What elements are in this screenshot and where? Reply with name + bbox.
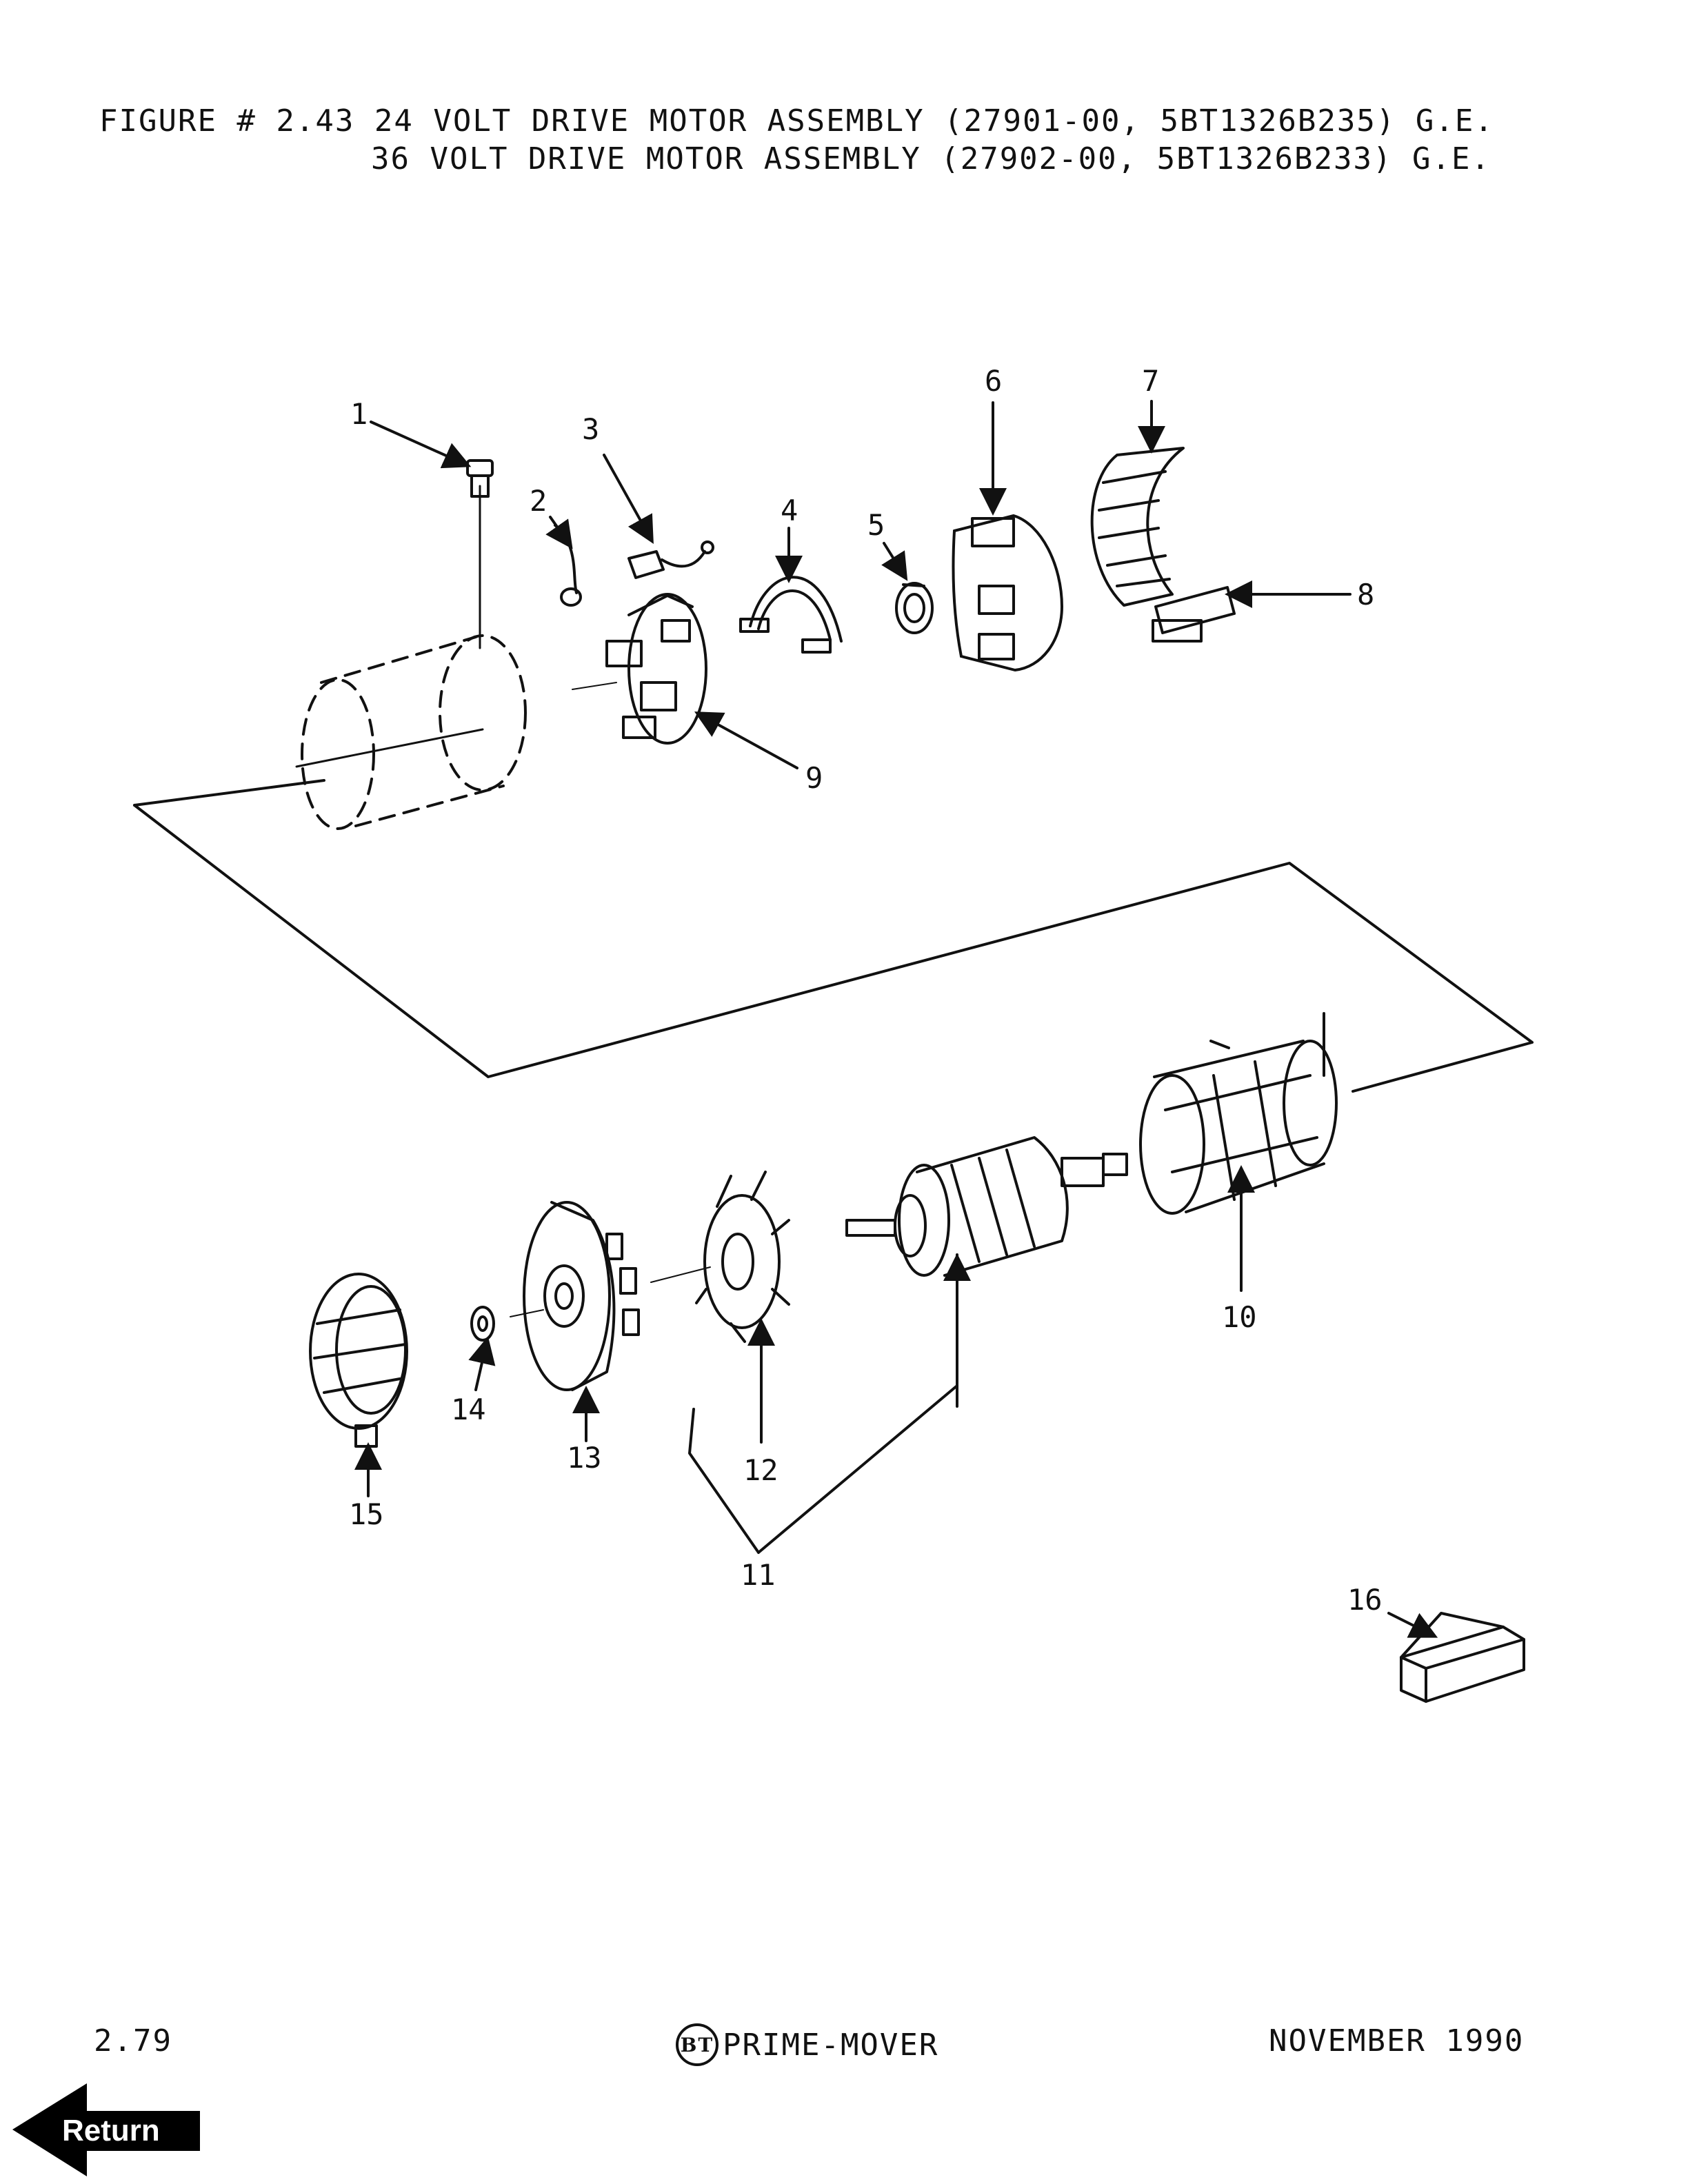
part-9-brush-holder bbox=[605, 593, 707, 745]
callout-2: 2 bbox=[530, 484, 547, 518]
callout-6: 6 bbox=[985, 364, 1002, 398]
callout-14: 14 bbox=[451, 1393, 486, 1426]
callout-5: 5 bbox=[867, 508, 885, 542]
part-15-band bbox=[309, 1273, 408, 1448]
brand: BT PRIME-MOVER bbox=[676, 2023, 938, 2066]
part-8-pole-shoe bbox=[1152, 586, 1236, 643]
callout-7: 7 bbox=[1142, 364, 1159, 398]
part-2-wire-loop bbox=[554, 524, 582, 607]
callout-13: 13 bbox=[567, 1441, 602, 1475]
part-5-bearing bbox=[895, 582, 934, 634]
callout-numbers: 1 2 3 4 5 6 7 8 9 10 11 12 13 14 15 16 bbox=[349, 364, 1383, 1617]
callout-4: 4 bbox=[781, 494, 798, 527]
callout-16: 16 bbox=[1347, 1583, 1383, 1617]
callout-12: 12 bbox=[743, 1453, 778, 1487]
part-11-armature bbox=[845, 1136, 1128, 1408]
figure-title-line-1: FIGURE # 2.43 24 VOLT DRIVE MOTOR ASSEMB… bbox=[99, 103, 1494, 139]
callout-9: 9 bbox=[805, 761, 823, 795]
assembly-outline bbox=[133, 804, 1534, 1093]
callout-3: 3 bbox=[582, 412, 599, 446]
brand-name: PRIME-MOVER bbox=[723, 2027, 939, 2063]
callout-1: 1 bbox=[350, 397, 368, 431]
part-12-fan bbox=[695, 1171, 790, 1343]
motor-frame bbox=[301, 634, 527, 830]
callout-11: 11 bbox=[741, 1558, 776, 1592]
figure-title-line-2: 36 VOLT DRIVE MOTOR ASSEMBLY (27902-00, … bbox=[371, 141, 1491, 176]
part-14-washer bbox=[470, 1306, 495, 1342]
part-3-brush-lead bbox=[627, 540, 714, 579]
left-arrow-icon bbox=[12, 2083, 200, 2176]
return-label: Return bbox=[62, 2114, 160, 2147]
bt-logo: BT bbox=[676, 2023, 719, 2066]
document-date: NOVEMBER 1990 bbox=[1269, 2023, 1525, 2059]
part-4-spring-clip bbox=[739, 576, 843, 654]
assembly-outline bbox=[133, 779, 325, 807]
callout-10: 10 bbox=[1222, 1300, 1257, 1334]
page-number: 2.79 bbox=[94, 2023, 172, 2059]
return-button[interactable]: Return bbox=[12, 2083, 200, 2176]
callout-8: 8 bbox=[1357, 578, 1374, 611]
part-13-end-plate bbox=[523, 1201, 640, 1391]
part-16-kit-box bbox=[1400, 1612, 1525, 1703]
part-7-field-coil bbox=[1090, 447, 1185, 607]
part-10-field-frame bbox=[1139, 1012, 1338, 1215]
callout-15: 15 bbox=[349, 1497, 384, 1531]
part-6-end-shield bbox=[952, 514, 1063, 671]
